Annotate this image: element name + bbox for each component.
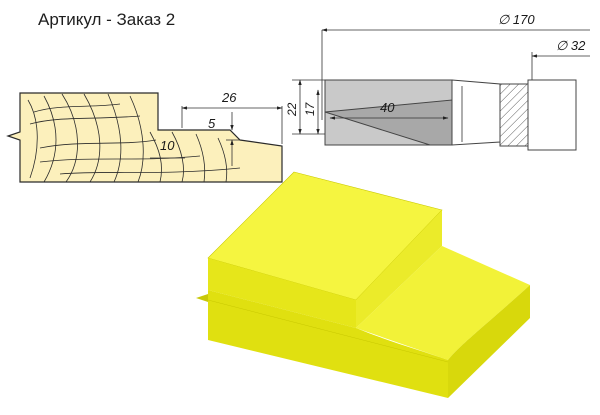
height-cut-label: 17: [303, 101, 317, 116]
model-right-side: [448, 285, 530, 398]
model-lower-top: [356, 246, 530, 360]
wood-profile: 26 5 10: [6, 90, 283, 183]
cutter-section: ∅ 170 ∅ 32 22 17 40: [285, 12, 590, 151]
bore-diameter-label: ∅ 32: [556, 38, 586, 53]
height-total-label: 22: [285, 102, 299, 117]
profile-width-label: 26: [221, 90, 237, 105]
cutter-bore: [527, 79, 577, 151]
model-groove: [196, 294, 208, 302]
outer-diameter-label: ∅ 170: [498, 12, 535, 27]
cut-length-label: 40: [380, 100, 395, 115]
page-title: Артикул - Заказ 2: [38, 10, 176, 29]
3d-model: [196, 171, 530, 398]
cutter-hub: [451, 79, 501, 146]
model-lower-front: [208, 290, 448, 398]
wood-grain: [27, 93, 241, 183]
profile-step-label: 10: [160, 138, 175, 153]
cutter-bore-hatch: [499, 83, 529, 147]
profile-depth-label: 5: [208, 116, 216, 131]
model-upper-front: [208, 258, 356, 328]
model-upper-right: [356, 210, 442, 328]
